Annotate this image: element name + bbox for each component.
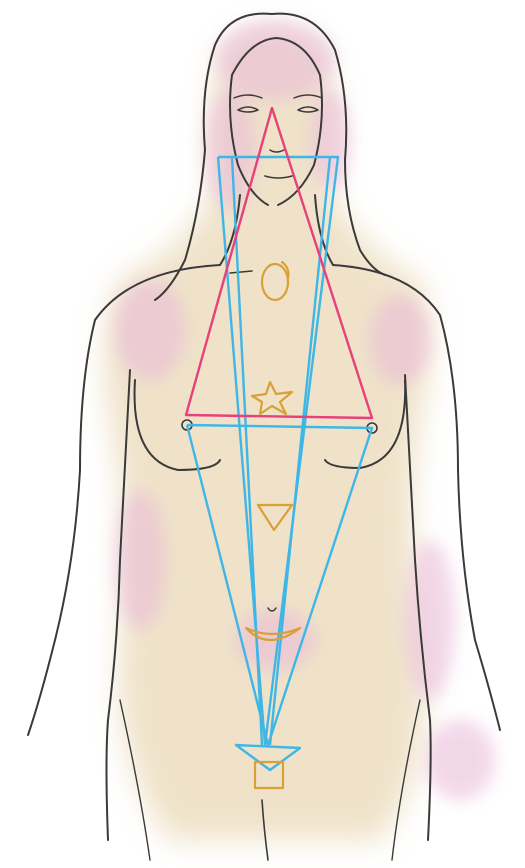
diagram-canvas <box>0 0 525 868</box>
